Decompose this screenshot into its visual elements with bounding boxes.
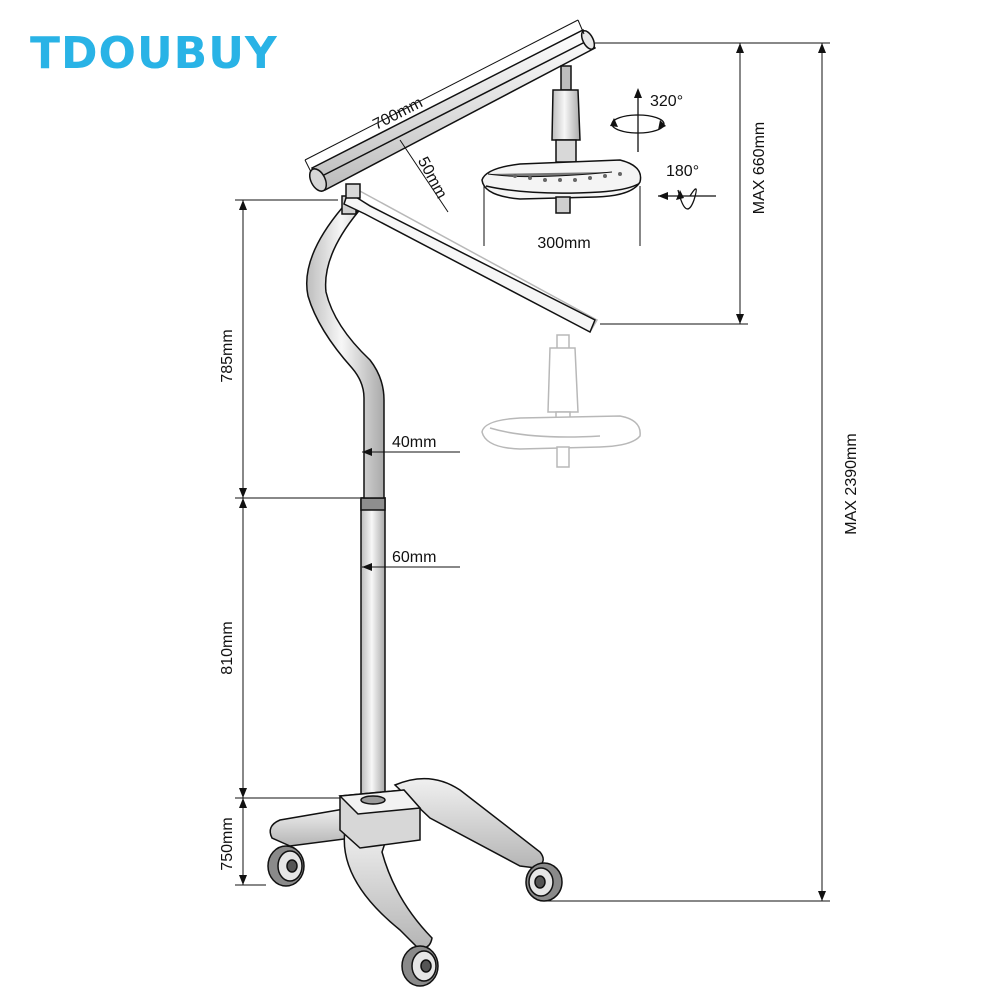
caster-wheel-right bbox=[525, 862, 563, 902]
rotate-horizontal-icon bbox=[610, 88, 666, 152]
upper-pole bbox=[305, 195, 385, 499]
dimension-lines bbox=[235, 19, 830, 902]
caster-wheel-left bbox=[267, 845, 305, 887]
total-height-label: MAX 2390mm bbox=[843, 433, 860, 534]
brand-logo: TDOUBUY bbox=[30, 28, 278, 79]
upper-pole-diameter-label: 40mm bbox=[392, 434, 436, 451]
lower-pole-diameter-label: 60mm bbox=[392, 549, 436, 566]
arm-joint-connector bbox=[343, 183, 596, 334]
lower-pole bbox=[360, 497, 386, 803]
caster-wheel-front bbox=[401, 945, 439, 987]
rotation-horizontal-label: 320° bbox=[650, 93, 683, 110]
arm-travel-label: MAX 660mm bbox=[751, 122, 768, 214]
caster-wheels bbox=[267, 845, 563, 987]
lamp-head bbox=[481, 159, 642, 214]
base-section-label: 750mm bbox=[219, 817, 236, 870]
lowered-lamp-head-ghost bbox=[481, 415, 641, 468]
rotation-vertical-label: 180° bbox=[666, 163, 699, 180]
rotate-vertical-icon bbox=[658, 188, 716, 210]
raised-arm bbox=[308, 29, 597, 192]
arm-thickness-label: 50mm bbox=[414, 154, 450, 201]
middle-section-label: 810mm bbox=[219, 621, 236, 674]
lamp-head-stem bbox=[551, 65, 581, 163]
dimension-arrowheads bbox=[239, 43, 826, 901]
head-width-label: 300mm bbox=[537, 235, 590, 252]
upper-section-label: 785mm bbox=[219, 329, 236, 382]
wheeled-base bbox=[269, 777, 544, 950]
